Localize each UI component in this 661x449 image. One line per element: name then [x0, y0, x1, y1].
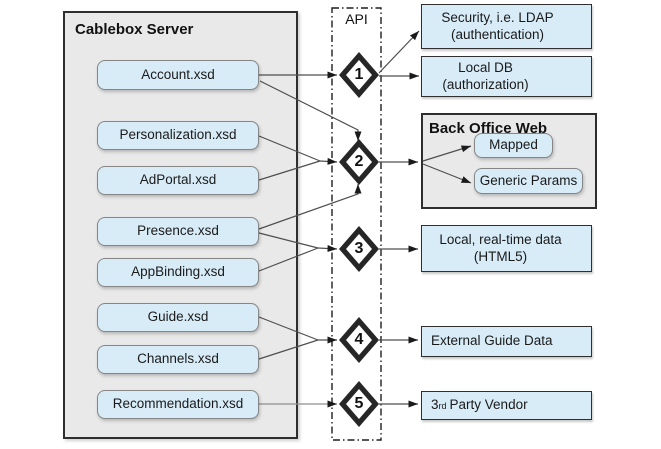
api-node-3-label: 3 [354, 240, 364, 257]
cablebox-server-title: Cablebox Server [75, 21, 194, 38]
box-third-party-rest: Party Vendor [449, 397, 528, 413]
node-mapped: Mapped [474, 133, 553, 158]
node-recommendation-xsd: Recommendation.xsd [97, 390, 259, 419]
api1-to-security [378, 30, 420, 74]
box-third-party-num: 3 [431, 397, 439, 413]
box-security-line1: Security, i.e. LDAP [441, 9, 554, 25]
node-generic-params: Generic Params [474, 168, 583, 194]
node-channels-xsd: Channels.xsd [97, 345, 259, 374]
node-appbinding-xsd-label: AppBinding.xsd [131, 264, 225, 280]
node-mapped-label: Mapped [489, 137, 538, 153]
box-local-db: Local DB (authorization) [421, 56, 592, 97]
node-presence-xsd: Presence.xsd [97, 217, 259, 246]
node-presence-xsd-label: Presence.xsd [137, 223, 219, 239]
back-office-title: Back Office Web [429, 120, 548, 137]
back-office-panel: Back Office Web [421, 113, 597, 209]
api-node-4-label: 4 [354, 331, 364, 348]
node-adportal-xsd-label: AdPortal.xsd [139, 172, 217, 188]
box-security: Security, i.e. LDAP (authentication) [421, 4, 592, 49]
box-security-line2: (authentication) [450, 26, 545, 42]
api-node-3: 3 [339, 226, 379, 272]
node-guide-xsd-label: Guide.xsd [147, 309, 209, 325]
api-node-2-label: 2 [354, 153, 364, 170]
node-personalization-xsd-label: Personalization.xsd [119, 127, 237, 143]
box-external-guide-label: External Guide Data [431, 333, 553, 349]
box-realtime-data: Local, real-time data (HTML5) [421, 225, 592, 272]
box-local-db-line2: (authorization) [442, 76, 529, 92]
api-node-2: 2 [339, 139, 379, 185]
api-node-4: 4 [339, 317, 379, 363]
box-realtime-line1: Local, real-time data [439, 231, 562, 247]
node-adportal-xsd: AdPortal.xsd [97, 166, 259, 195]
node-account-xsd: Account.xsd [97, 60, 259, 90]
box-realtime-line2: (HTML5) [473, 248, 528, 264]
node-guide-xsd: Guide.xsd [97, 303, 259, 332]
api-node-5-label: 5 [354, 395, 364, 412]
node-recommendation-xsd-label: Recommendation.xsd [112, 396, 244, 412]
api-column-title: API [345, 11, 368, 27]
node-appbinding-xsd: AppBinding.xsd [97, 258, 259, 287]
junction3-to-api3 [317, 245, 338, 252]
box-local-db-line1: Local DB [458, 59, 513, 75]
node-generic-params-label: Generic Params [479, 172, 578, 188]
api-node-1: 1 [339, 52, 379, 98]
api-node-1-label: 1 [354, 66, 364, 83]
node-channels-xsd-label: Channels.xsd [137, 351, 219, 367]
api-node-5: 5 [339, 381, 379, 427]
junction2-to-api2 [319, 157, 338, 165]
node-account-xsd-label: Account.xsd [141, 66, 215, 82]
box-external-guide: External Guide Data [421, 326, 592, 357]
node-personalization-xsd: Personalization.xsd [97, 121, 259, 150]
